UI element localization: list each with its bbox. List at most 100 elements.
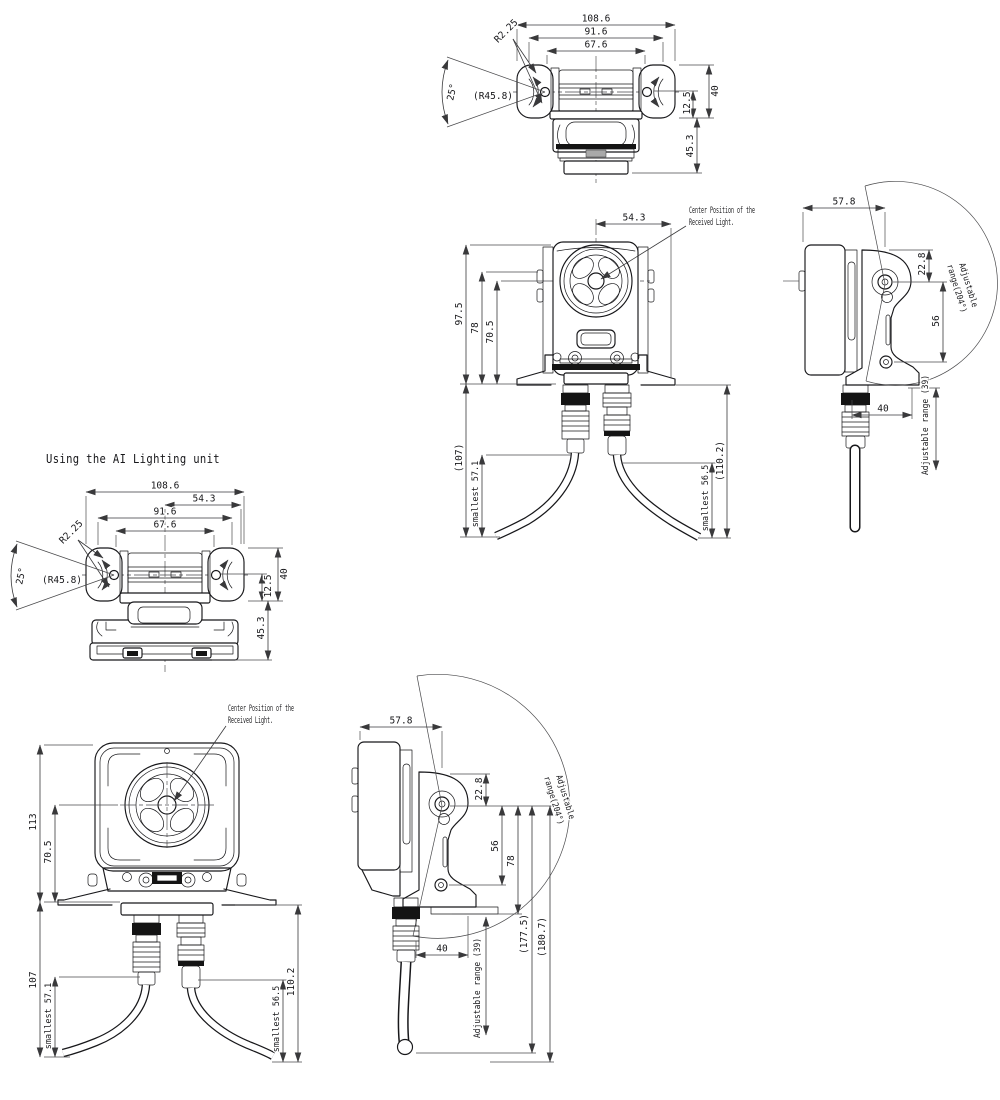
dim-label: 70.5 — [43, 841, 54, 864]
dim-label: 40 — [710, 85, 721, 97]
lamp-arm-right — [638, 64, 676, 119]
bracket-foot-left — [57, 888, 113, 906]
connector-left — [561, 384, 590, 454]
dim-label: 67.6 — [585, 40, 608, 51]
dim-label: 97.5 — [454, 303, 465, 326]
dim-label: 57.8 — [833, 197, 856, 208]
pivot-hole — [877, 274, 893, 290]
dim-label: 91.6 — [585, 27, 608, 38]
connector-side — [392, 897, 420, 963]
lamp-arm-left — [85, 547, 123, 602]
dim-label: (110.2) — [715, 441, 726, 481]
connector-side — [841, 384, 870, 449]
device-outline — [82, 509, 248, 672]
dim-label: 91.6 — [154, 507, 177, 518]
receiver-lens — [559, 244, 633, 318]
leader-line — [173, 725, 227, 802]
dim-label: Adjustable range (39) — [473, 938, 483, 1038]
cable-end-loop — [396, 1038, 414, 1056]
view-side-ai: 57.8 22.8 56 78 Adjustable range(204°) 4… — [351, 674, 578, 1063]
dim-label: 12.5 — [263, 575, 274, 598]
bracket-plate — [102, 867, 232, 892]
adjustable-range-arc — [864, 181, 998, 386]
radius-label: (R45.8) — [473, 91, 513, 102]
dim-label: 78 — [506, 855, 517, 867]
connector-right — [176, 914, 206, 989]
device-outline — [494, 219, 702, 541]
mounting-bracket — [845, 249, 920, 386]
dim-label: 45.3 — [685, 135, 696, 158]
leader-line — [600, 225, 687, 280]
dim-label: 108.6 — [582, 14, 611, 25]
angle-label: 25° — [445, 83, 459, 102]
view-top-ai: 108.6 54.3 91.6 67.6 40 12.5 45.3 R2.25 — [10, 479, 291, 672]
dim-label: (180.7) — [537, 917, 548, 957]
lamp-arm-left — [516, 64, 554, 119]
dim-label: 110.2 — [286, 968, 297, 997]
dimensions: 113 70.5 107 smallest 57.1 smallest 56.5… — [27, 703, 302, 1063]
leader-note: Center Position of the — [228, 704, 294, 714]
swivel-arc-right — [219, 559, 229, 591]
adjustable-range-arc — [412, 674, 571, 939]
view-front-ai: 113 70.5 107 smallest 57.1 smallest 56.5… — [27, 703, 302, 1063]
camera-hood-plan — [127, 601, 203, 625]
adjustable-range-label: Adjustable range(204°) — [943, 260, 981, 315]
leader-note: Center Position of the — [689, 206, 755, 216]
angle-label: 25° — [14, 567, 28, 586]
device-outline — [783, 181, 998, 533]
dimensions: 54.3 97.5 78 70.5 (107) smallest 57.1 sm… — [453, 205, 756, 539]
dim-label: 54.3 — [623, 213, 646, 224]
radius-label: (R45.8) — [42, 575, 82, 586]
connector-left — [132, 914, 161, 986]
view-front-standard: 54.3 97.5 78 70.5 (107) smallest 57.1 sm… — [453, 205, 756, 541]
dim-label: 54.3 — [193, 494, 216, 505]
pivot-hole — [434, 796, 450, 812]
dim-label: 108.6 — [151, 481, 180, 492]
dim-label: 113 — [28, 813, 39, 830]
dim-label: 78 — [470, 322, 481, 334]
bracket-foot-right — [221, 888, 277, 906]
swivel-arc-left — [532, 76, 542, 108]
dim-label: 70.5 — [485, 321, 496, 344]
sensor-body-side — [357, 741, 401, 871]
leader-note: Received Light. — [689, 218, 734, 228]
dim-label: 56 — [490, 840, 501, 852]
cable-right — [612, 454, 702, 541]
device-outline — [351, 674, 571, 1056]
dim-label: 22.8 — [474, 777, 485, 800]
dimensions: 108.6 91.6 67.6 40 12.5 45.3 R2.25 25° — [441, 12, 722, 174]
body-taper — [361, 869, 401, 897]
dim-label: 40 — [877, 404, 889, 415]
bracket-foot-left — [516, 354, 554, 386]
cable-left — [494, 452, 580, 540]
dim-label: 67.6 — [154, 520, 177, 531]
cable-right — [186, 987, 276, 1060]
ai-base-lower — [89, 642, 239, 661]
section-note: Using the AI Lighting unit — [46, 452, 220, 466]
leader-note: Received Light. — [228, 716, 273, 726]
dim-label: 57.8 — [390, 716, 413, 727]
device-outline — [57, 742, 277, 1060]
sensor-body-side — [804, 244, 846, 376]
device-outline — [513, 56, 679, 184]
dim-label: 22.8 — [917, 252, 928, 275]
connector-right — [602, 384, 632, 456]
swivel-arc-left — [101, 559, 111, 591]
dim-label: (177.5) — [519, 914, 530, 954]
dim-label: 107 — [28, 971, 39, 988]
dim-label: smallest 56.5 — [272, 986, 282, 1053]
dim-label: 40 — [436, 944, 448, 955]
radius-label: R2.25 — [492, 17, 520, 45]
dim-label: 45.3 — [256, 617, 267, 640]
dim-label: smallest 56.5 — [701, 465, 711, 532]
adjustable-range-label: Adjustable range(204°) — [540, 772, 578, 827]
dim-label: 56 — [931, 315, 942, 327]
lamp-arm-right — [207, 547, 245, 602]
dim-label: smallest 57.1 — [44, 983, 54, 1050]
dim-label: (107) — [454, 444, 465, 473]
view-top-standard: 108.6 91.6 67.6 40 12.5 45.3 R2.25 25° — [441, 12, 722, 184]
dim-label: 12.5 — [682, 92, 693, 115]
dim-label: 40 — [279, 568, 290, 580]
dim-label: Adjustable range (39) — [921, 375, 931, 475]
